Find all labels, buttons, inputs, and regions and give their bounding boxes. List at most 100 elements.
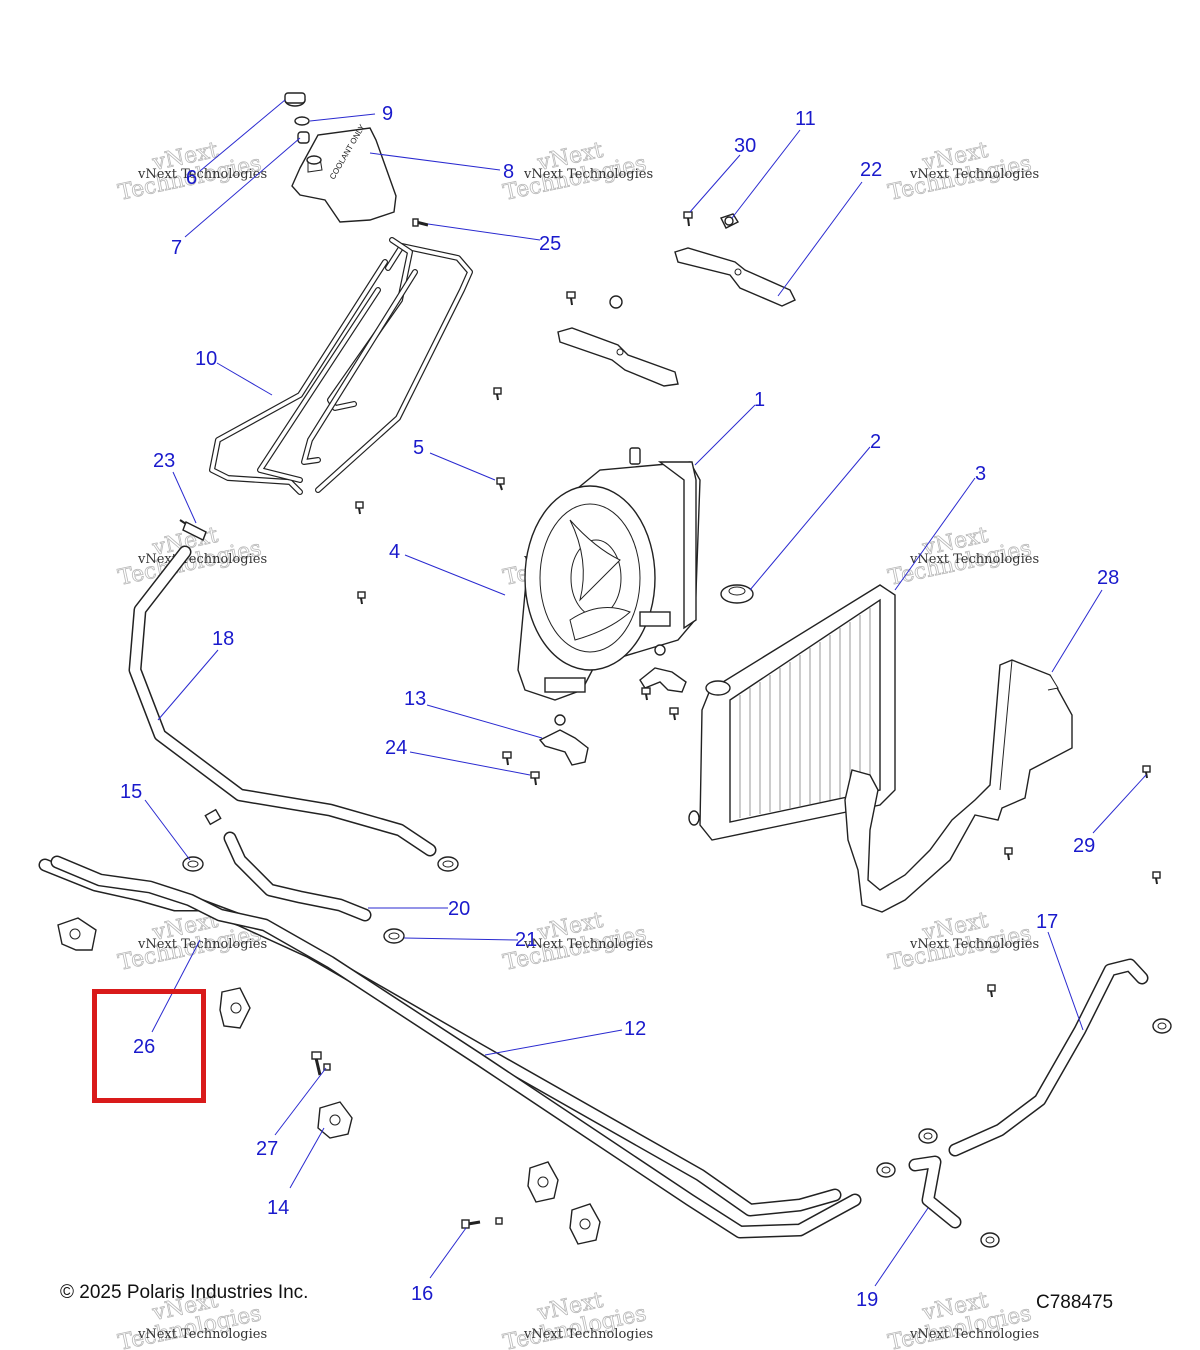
leader-lines [144,99,1147,1287]
callout-label: 28 [1097,567,1119,589]
screw [495,1217,503,1225]
screw [1142,765,1151,779]
nut [609,295,623,309]
callout-label: 27 [256,1138,278,1160]
fan-shroud-assembly [517,447,701,701]
watermark-text: vNext Technologies [909,1327,1039,1342]
screw [1004,847,1013,861]
tube-clip [57,917,97,951]
callout-label: 10 [195,348,217,370]
bolt [412,218,429,227]
screw [355,501,364,515]
short-coolant-hose [908,1155,962,1229]
callout-label: 23 [153,450,175,472]
callout-label: 18 [212,628,234,650]
callout-label: 5 [413,437,424,459]
radiator [688,584,896,841]
screw [987,984,996,998]
tube-clip [527,1161,559,1203]
tube-clip [317,1101,353,1139]
screw [493,387,502,401]
callout-label: 9 [382,103,393,125]
bolt [530,771,540,786]
bolt [669,707,679,721]
temperature-sensor [179,519,207,541]
watermark-text: vNext Technologies [137,937,267,952]
callout-label: 29 [1073,835,1095,857]
reservoir-cap [284,92,306,107]
hose-clamp [980,1232,1000,1248]
screw [323,1063,331,1071]
callout-label: 3 [975,463,986,485]
callout-numbers: 1 2 3 4 5 6 7 8 9 10 11 12 13 14 15 16 1… [120,103,1119,1311]
coolant-tube-pair [38,855,862,1239]
tube-clip [569,1203,601,1245]
radiator-bracket-upper [674,247,796,307]
callout-label: 6 [186,167,197,189]
callout-label: 4 [389,541,400,563]
hose-clamp [437,856,459,872]
watermark-text: vNext Technologies [523,1327,653,1342]
bolt [566,291,576,306]
watermark-text: vNext Technologies [137,167,267,182]
hose-clamp [918,1128,938,1144]
upper-coolant-hose [128,545,437,857]
hose-clamp [182,856,204,872]
hose-clamp [383,928,405,944]
callout-label: 15 [120,781,142,803]
washer [294,116,310,126]
screw [461,1219,481,1229]
fan-bracket [639,644,687,693]
screw [1152,871,1161,885]
overflow-tube [209,237,473,495]
lower-coolant-hose [948,958,1149,1157]
callout-label: 17 [1036,911,1058,933]
watermark-text: vNext Technologies [909,552,1039,567]
bolt [683,211,693,227]
radiator-bracket-lower [557,327,679,387]
callout-label: 11 [795,108,816,130]
callout-label: 30 [734,135,756,157]
coolant-reservoir: COOLANT ONLY [291,122,397,223]
highlight-box [92,989,206,1103]
watermark-text: vNext Technologies [909,937,1039,952]
callout-label: 26 [133,1036,155,1058]
bolt [641,687,651,701]
callout-label: 14 [267,1197,289,1219]
callout-label: 2 [870,431,881,453]
hose-clamp [876,1162,896,1178]
watermark-text: vNext Technologies [523,937,653,952]
air-duct [844,659,1073,913]
bypass-hose [223,831,372,922]
fan-bracket [538,714,589,766]
callout-label: 21 [515,929,537,951]
radiator-cap [720,584,754,604]
reservoir-plug [297,131,310,144]
diagram-id: C788475 [1036,1292,1114,1313]
tube-clip [219,987,251,1029]
watermark-text: vNext Technologies [523,167,653,182]
callout-label: 1 [754,389,765,411]
callout-label: 24 [385,737,407,759]
nut [720,213,740,229]
callout-label: 8 [503,161,514,183]
hose-fitting [204,808,222,826]
screw [357,591,366,605]
callout-label: 13 [404,688,426,710]
screw [496,477,505,491]
screw [311,1051,322,1076]
watermark-text: vNext Technologies [137,552,267,567]
copyright-text: © 2025 Polaris Industries Inc. [60,1282,309,1303]
watermark-text: vNext Technologies [137,1327,267,1342]
watermark-text: vNext Technologies [909,167,1039,182]
callout-label: 7 [171,237,182,259]
callout-label: 25 [539,233,561,255]
callout-label: 20 [448,898,470,920]
callout-label: 16 [411,1283,433,1305]
hose-clamp [1152,1018,1172,1034]
callout-label: 12 [624,1018,646,1040]
bolt [502,751,512,766]
callout-label: 22 [860,159,882,181]
callout-label: 19 [856,1289,878,1311]
